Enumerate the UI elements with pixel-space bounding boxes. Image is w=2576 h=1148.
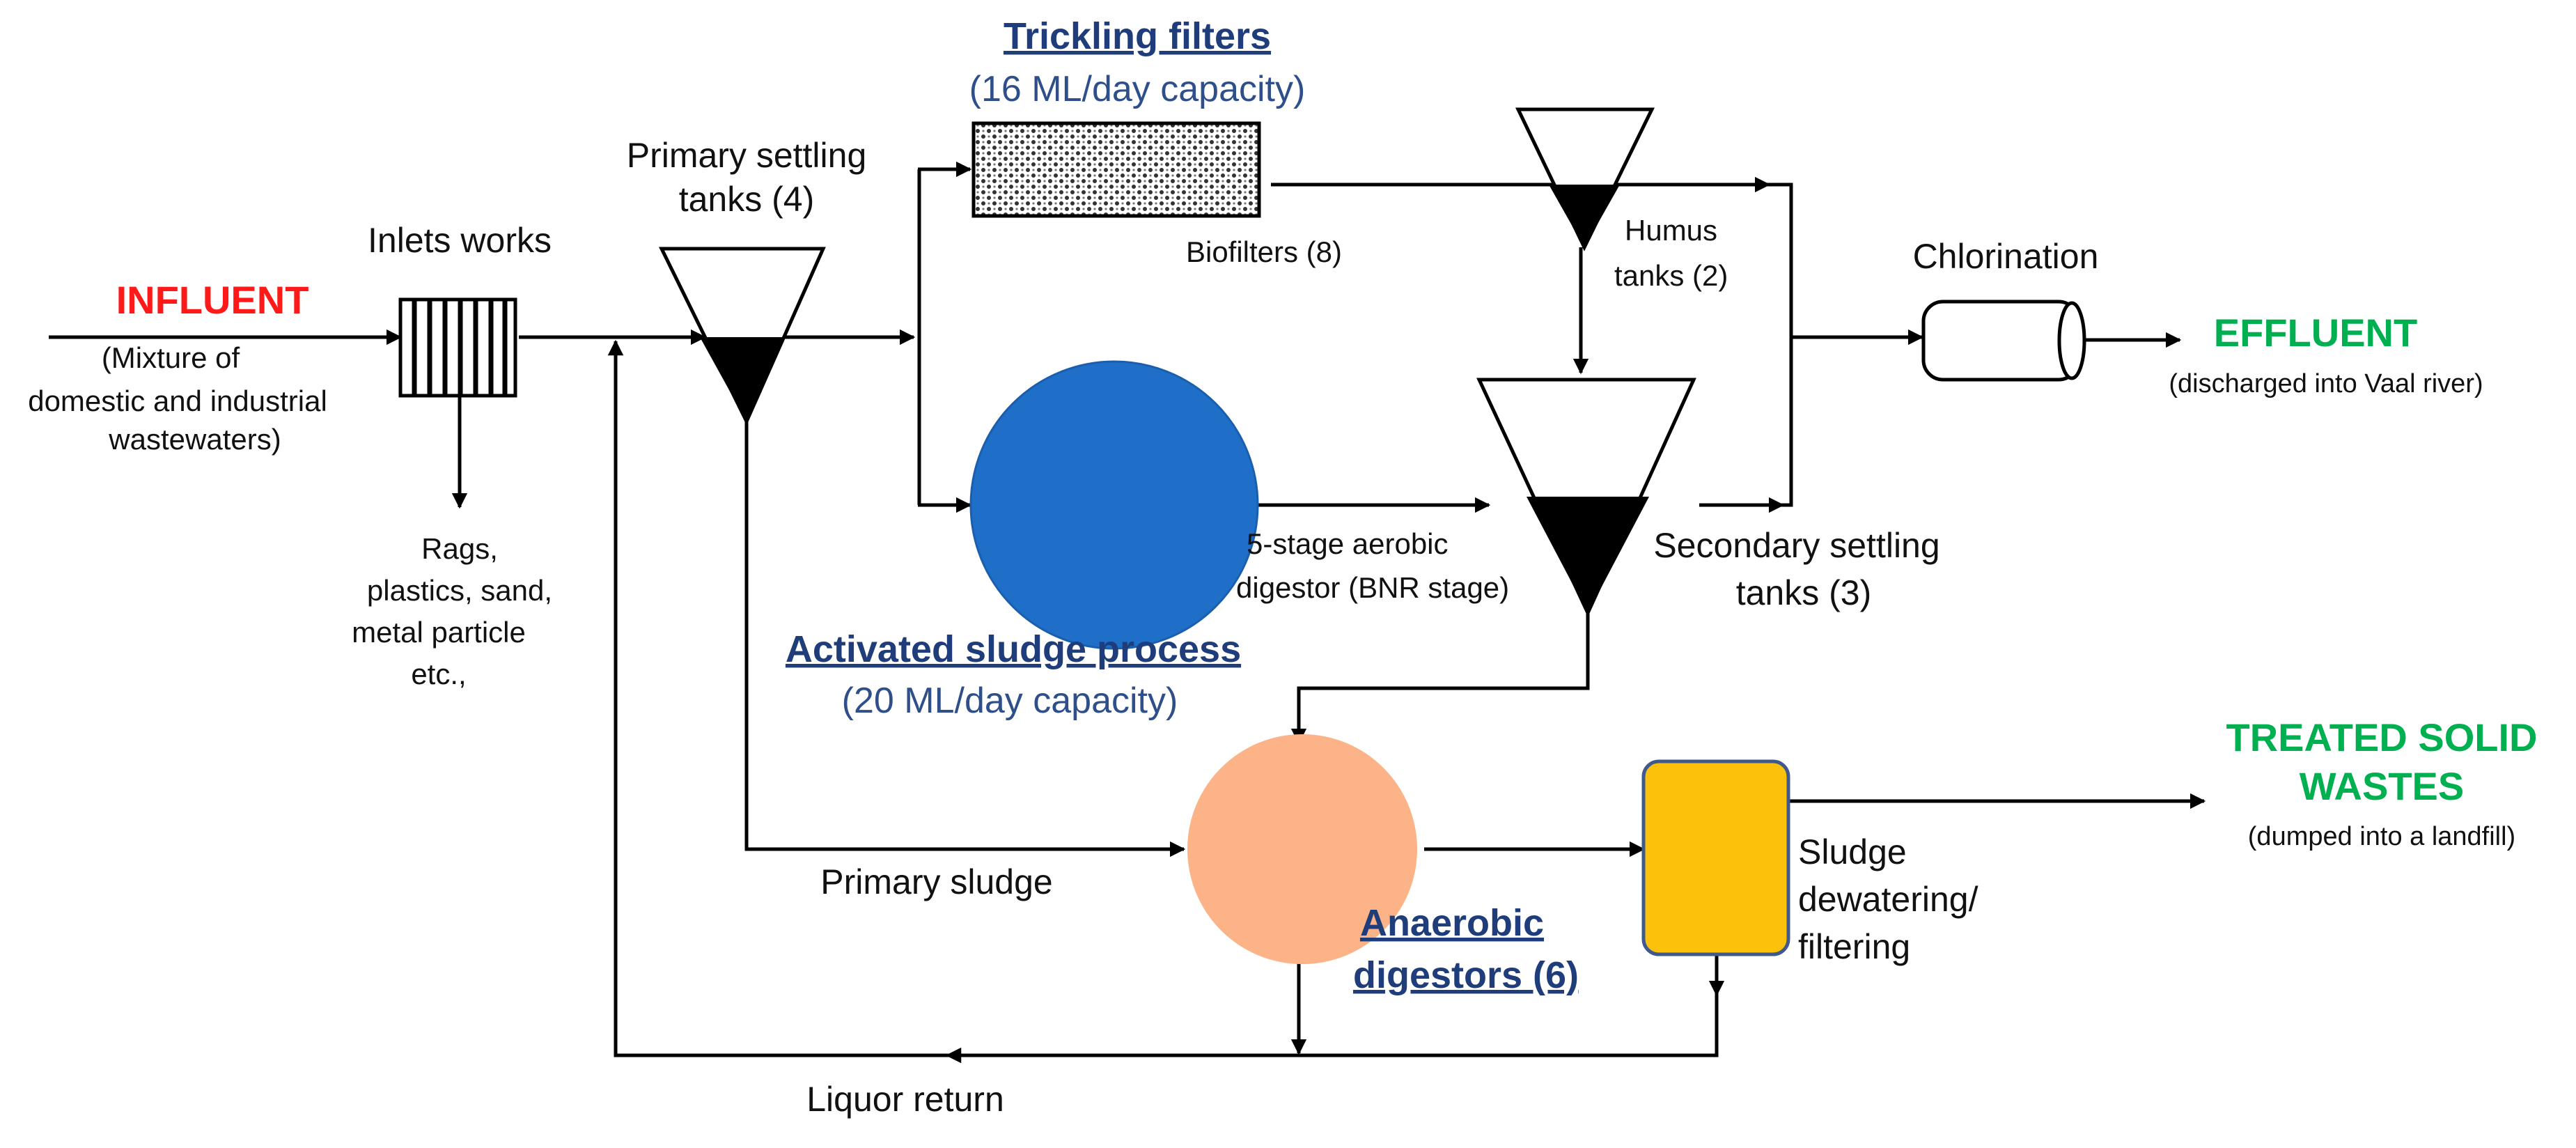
inlet-screen: [398, 297, 517, 398]
secondary-sludge-arrow: [1290, 613, 1590, 745]
dewatering-line-1: Sludge: [1798, 832, 1907, 871]
anaerobic-digestor-circle: [1187, 734, 1417, 964]
activated-sludge-circle: [969, 360, 1259, 650]
anaerobic-line-2: digestors (6): [1353, 954, 1579, 996]
primary-sludge-label: Primary sludge: [820, 862, 1052, 901]
dewatering-unit: [1641, 759, 1790, 956]
biofilters-label: Biofilters (8): [1186, 235, 1342, 268]
effluent-desc: (discharged into Vaal river): [2169, 369, 2483, 398]
influent-desc-2: domestic and industrial: [28, 385, 327, 417]
primary-settling-line-1: Primary settling: [627, 136, 867, 175]
liquor-return-label: Liquor return: [806, 1080, 1004, 1119]
screenings-line-2: plastics, sand,: [367, 574, 552, 607]
chlorination-label: Chlorination: [1913, 237, 2099, 276]
digestor-line-1: 5-stage aerobic: [1247, 527, 1449, 560]
flow-lines: [49, 161, 2206, 1064]
chlorination-tank: [1921, 300, 2086, 382]
dewatering-line-3: filtering: [1798, 927, 1910, 966]
trickling-title: Trickling filters: [1004, 15, 1271, 57]
trickling-filter-bed: [971, 121, 1261, 218]
primary-settling-tank: [658, 247, 826, 426]
dewatering-line-2: dewatering/: [1798, 880, 1978, 919]
humus-tank: [1515, 107, 1655, 251]
screenings-line-1: Rags,: [421, 532, 498, 565]
anaerobic-line-1: Anaerobic: [1360, 902, 1544, 944]
solids-line-2: WASTES: [2300, 764, 2464, 808]
solids-desc: (dumped into a landfill): [2248, 822, 2515, 851]
secondary-settling-line-1: Secondary settling: [1653, 526, 1939, 565]
digestor-line-2: digestor (BNR stage): [1236, 571, 1509, 604]
humus-line-1: Humus: [1625, 214, 1717, 247]
humus-line-2: tanks (2): [1614, 259, 1728, 292]
screenings-line-4: etc.,: [411, 658, 466, 690]
effluent-title: EFFLUENT: [2214, 311, 2417, 355]
collector-line: [1769, 183, 1793, 507]
solids-line-1: TREATED SOLID: [2226, 715, 2538, 759]
primary-settling-line-2: tanks (4): [679, 180, 815, 219]
influent-desc-1: (Mixture of: [102, 341, 240, 374]
primary-sludge-arrow: [744, 418, 1186, 858]
influent-desc-3: wastewaters): [108, 423, 281, 456]
activated-title: Activated sludge process: [786, 628, 1241, 670]
screenings-line-3: metal particle: [352, 616, 526, 649]
activated-capacity: (20 ML/day capacity): [842, 681, 1178, 721]
inlet-works-label: Inlets works: [368, 221, 552, 260]
trickling-capacity: (16 ML/day capacity): [969, 69, 1306, 109]
liquor-return-line: [607, 339, 1719, 1057]
secondary-settling-line-2: tanks (3): [1736, 573, 1872, 612]
secondary-settling-tank: [1476, 378, 1696, 617]
influent-title: INFLUENT: [116, 278, 309, 322]
